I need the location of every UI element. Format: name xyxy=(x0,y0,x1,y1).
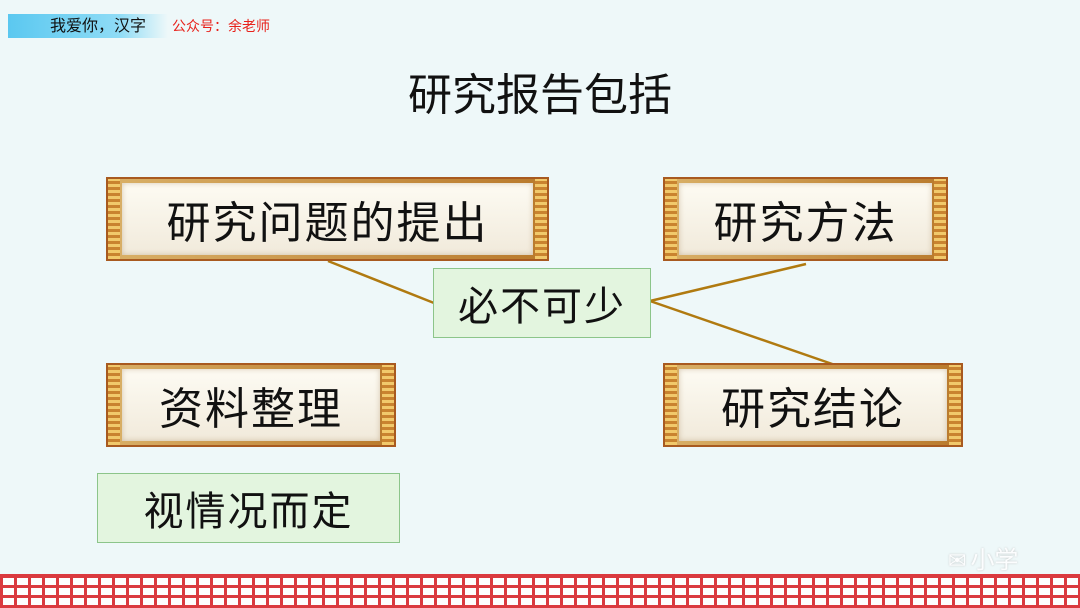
connector-method-required xyxy=(650,264,806,301)
scroll-method: 研究方法 xyxy=(663,177,948,261)
watermark: ✉小学 xyxy=(948,540,1018,575)
watermark-text: 小学 xyxy=(970,546,1018,574)
scroll-conclusion: 研究结论 xyxy=(663,363,963,447)
badge-optional: 视情况而定 xyxy=(97,473,400,543)
connector-conclusion-required xyxy=(650,301,838,366)
scroll-conclusion-label: 研究结论 xyxy=(679,365,947,445)
scroll-data-label: 资料整理 xyxy=(122,365,380,445)
scroll-question-label: 研究问题的提出 xyxy=(122,179,533,259)
decorative-border xyxy=(0,574,1080,608)
scroll-data: 资料整理 xyxy=(106,363,396,447)
badge-required: 必不可少 xyxy=(433,268,651,338)
scroll-method-label: 研究方法 xyxy=(679,179,932,259)
scroll-question: 研究问题的提出 xyxy=(106,177,549,261)
wechat-icon: ✉ xyxy=(948,549,966,574)
connector-question-required xyxy=(328,261,434,303)
